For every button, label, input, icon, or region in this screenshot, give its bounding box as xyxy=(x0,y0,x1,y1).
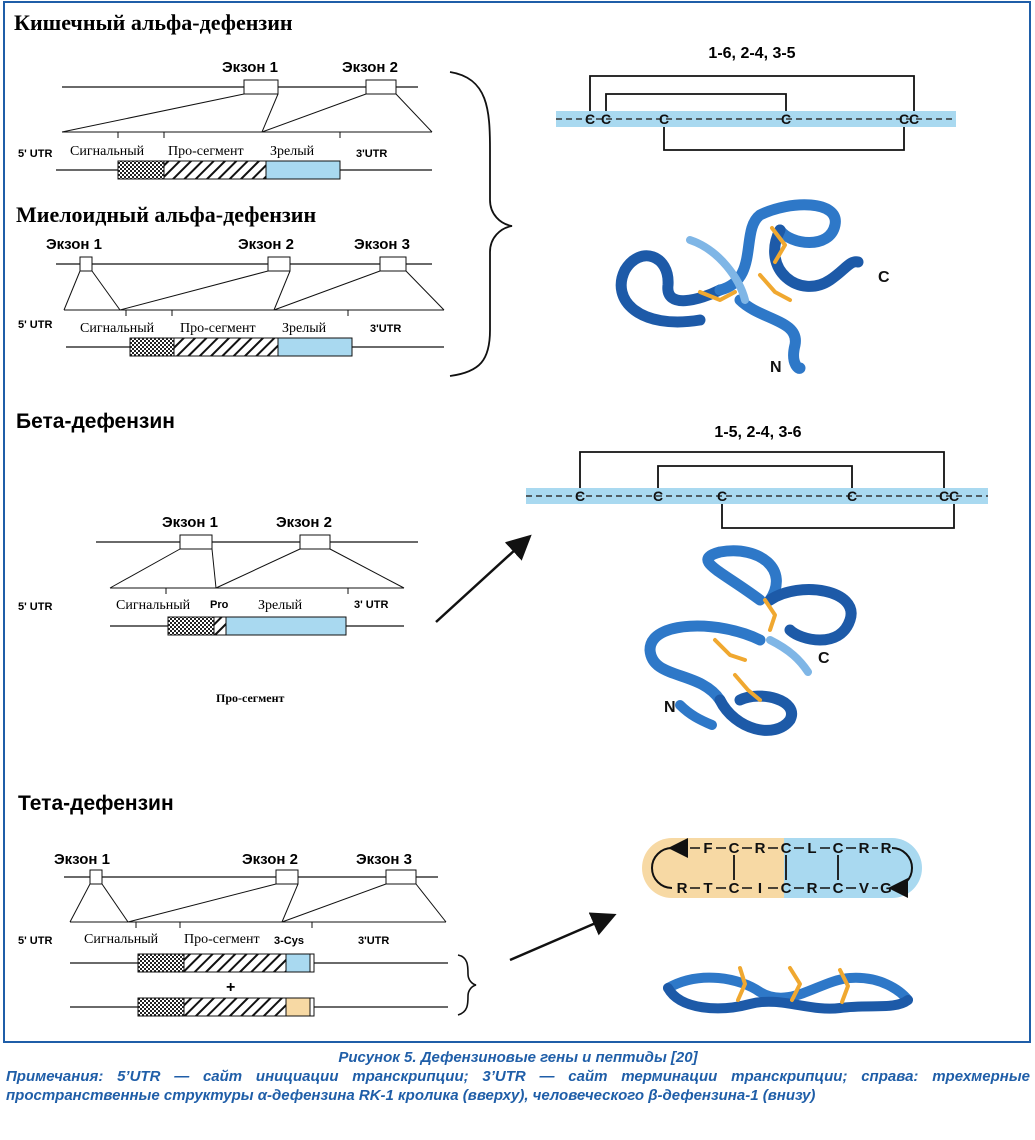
svg-text:C: C xyxy=(899,111,909,127)
arrow xyxy=(509,912,617,962)
arrow xyxy=(435,534,532,623)
intestinal-gene-diagram: Кишечный альфа-дефензин Экзон 1 Экзон 2 … xyxy=(14,10,433,180)
utr5-label: 5' UTR xyxy=(18,319,52,331)
residue: G xyxy=(880,880,892,897)
residue: R xyxy=(881,840,892,857)
exon-label: Экзон 2 xyxy=(276,514,332,531)
theta-defensin-3d-structure xyxy=(663,966,913,1014)
theta-gene-diagram: Тета-дефензин Экзон 1 Экзон 2 Экзон 3 5'… xyxy=(18,792,617,1017)
n-terminus-label: N xyxy=(664,699,676,716)
exon-label: Экзон 3 xyxy=(356,851,412,868)
mature-label: Зрелый xyxy=(270,144,315,159)
caption-notes: Примечания: 5’UTR — сайт инициации транс… xyxy=(6,1068,1030,1104)
pairing-label: 1-5, 2-4, 3-6 xyxy=(714,424,801,441)
residue: F xyxy=(703,840,712,857)
svg-text:C: C xyxy=(601,111,611,127)
exon-label: Экзон 2 xyxy=(242,851,298,868)
c-terminus-label: C xyxy=(878,269,890,286)
svg-text:C: C xyxy=(949,488,959,504)
residue: R xyxy=(859,840,870,857)
svg-text:C: C xyxy=(909,111,919,127)
svg-text:C: C xyxy=(939,488,949,504)
exon-label: Экзон 2 xyxy=(342,59,398,76)
utr5-label: 5' UTR xyxy=(18,148,52,160)
svg-text:C: C xyxy=(585,111,595,127)
exon-label: Экзон 1 xyxy=(46,236,102,253)
residue: R xyxy=(677,880,688,897)
signal-label: Сигнальный xyxy=(116,598,191,613)
beta-defensin-3d-structure: C N xyxy=(644,545,857,736)
utr3-label: 3'UTR xyxy=(356,148,387,160)
signal-label: Сигнальный xyxy=(80,321,155,336)
utr3-label: 3'UTR xyxy=(358,935,389,947)
exon-label: Экзон 3 xyxy=(354,236,410,253)
section-title: Тета-дефензин xyxy=(18,792,174,815)
alpha-defensin-3d-structure: C N xyxy=(615,199,890,376)
residue: I xyxy=(758,880,762,897)
residue: R xyxy=(807,880,818,897)
pro-label: Pro xyxy=(210,599,229,611)
svg-text:C: C xyxy=(847,488,857,504)
residue: C xyxy=(729,880,740,897)
caption-title: Рисунок 5. Дефензиновые гены и пептиды [… xyxy=(338,1049,698,1066)
exon-label: Экзон 1 xyxy=(162,514,218,531)
n-terminus-label: N xyxy=(770,359,782,376)
signal-label: Сигнальный xyxy=(84,932,159,947)
myeloid-gene-diagram: Миелоидный альфа-дефензин Экзон 1 Экзон … xyxy=(16,202,445,357)
svg-text:C: C xyxy=(781,111,791,127)
theta-cyclic-peptide: G F C R C L C R R R T C I C R C V G xyxy=(642,837,922,898)
residue: C xyxy=(833,880,844,897)
pro-segment-note: Про-сегмент xyxy=(216,691,285,705)
residue: C xyxy=(833,840,844,857)
c-terminus-label: C xyxy=(818,650,830,667)
section-title: Кишечный альфа-дефензин xyxy=(14,10,293,35)
exon-label: Экзон 2 xyxy=(238,236,294,253)
signal-label: Сигнальный xyxy=(70,144,145,159)
grouping-brace xyxy=(449,71,513,377)
mature-label: Зрелый xyxy=(282,321,327,336)
mature-label: Зрелый xyxy=(258,598,303,613)
pairing-label: 1-6, 2-4, 3-5 xyxy=(708,45,795,62)
figure-caption: Рисунок 5. Дефензиновые гены и пептиды [… xyxy=(6,1048,1030,1105)
svg-text:C: C xyxy=(717,488,727,504)
pro-label: Про-сегмент xyxy=(168,144,244,159)
exon-label: Экзон 1 xyxy=(54,851,110,868)
residue: C xyxy=(781,840,792,857)
residue: G xyxy=(676,840,688,857)
pro-label: Про-сегмент xyxy=(180,321,256,336)
figure-frame xyxy=(3,1,1031,1043)
residue: V xyxy=(859,880,869,897)
section-title: Бета-дефензин xyxy=(16,410,175,433)
svg-text:C: C xyxy=(575,488,585,504)
residue: T xyxy=(703,880,712,897)
residue: C xyxy=(781,880,792,897)
exon-label: Экзон 1 xyxy=(222,59,278,76)
residue: C xyxy=(729,840,740,857)
section-title: Миелоидный альфа-дефензин xyxy=(16,202,316,227)
beta-gene-diagram: Бета-дефензин Экзон 1 Экзон 2 5' UTR Сиг… xyxy=(16,410,532,705)
utr3-label: 3'UTR xyxy=(370,323,401,335)
residue: R xyxy=(755,840,766,857)
defensin-figure: Кишечный альфа-дефензин Экзон 1 Экзон 2 … xyxy=(3,1,1031,1043)
mature-label: 3-Cys xyxy=(274,935,304,947)
utr3-label: 3' UTR xyxy=(354,599,388,611)
theta-brace xyxy=(457,954,477,1016)
svg-text:C: C xyxy=(659,111,669,127)
svg-text:C: C xyxy=(653,488,663,504)
utr5-label: 5' UTR xyxy=(18,935,52,947)
plus-sign: + xyxy=(226,979,235,996)
residue: L xyxy=(807,840,816,857)
utr5-label: 5' UTR xyxy=(18,601,52,613)
pro-label: Про-сегмент xyxy=(184,932,260,947)
